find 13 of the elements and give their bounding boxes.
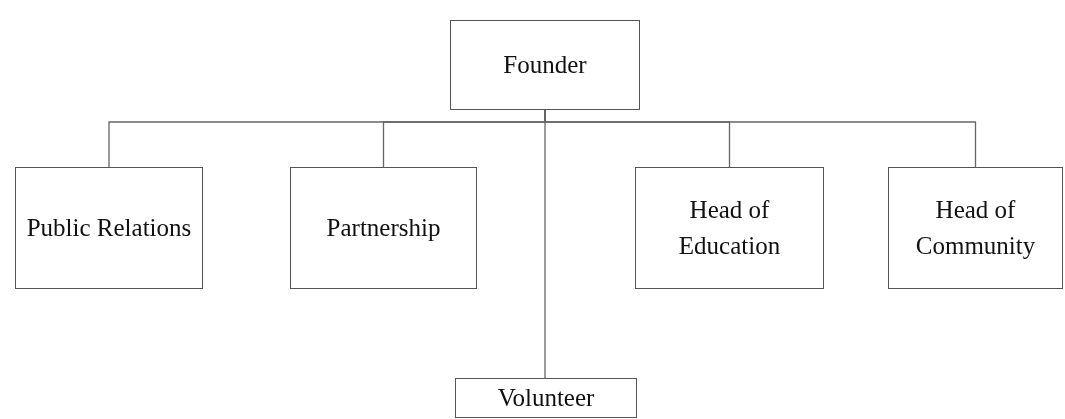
- org-box: [455, 378, 637, 418]
- role-label: Partnership: [326, 212, 441, 243]
- role-label: Volunteer: [497, 382, 595, 413]
- org-box: [635, 167, 824, 289]
- connector-line: [544, 109, 546, 379]
- role-label: Public Relations: [26, 212, 192, 243]
- org-box: [450, 20, 640, 110]
- role-label: Founder: [503, 49, 587, 80]
- org-box: [290, 167, 477, 289]
- role-label: Head of Community: [914, 194, 1037, 261]
- role-label: Head of Education: [677, 194, 782, 261]
- org-box: [888, 167, 1063, 289]
- org-box: [15, 167, 203, 289]
